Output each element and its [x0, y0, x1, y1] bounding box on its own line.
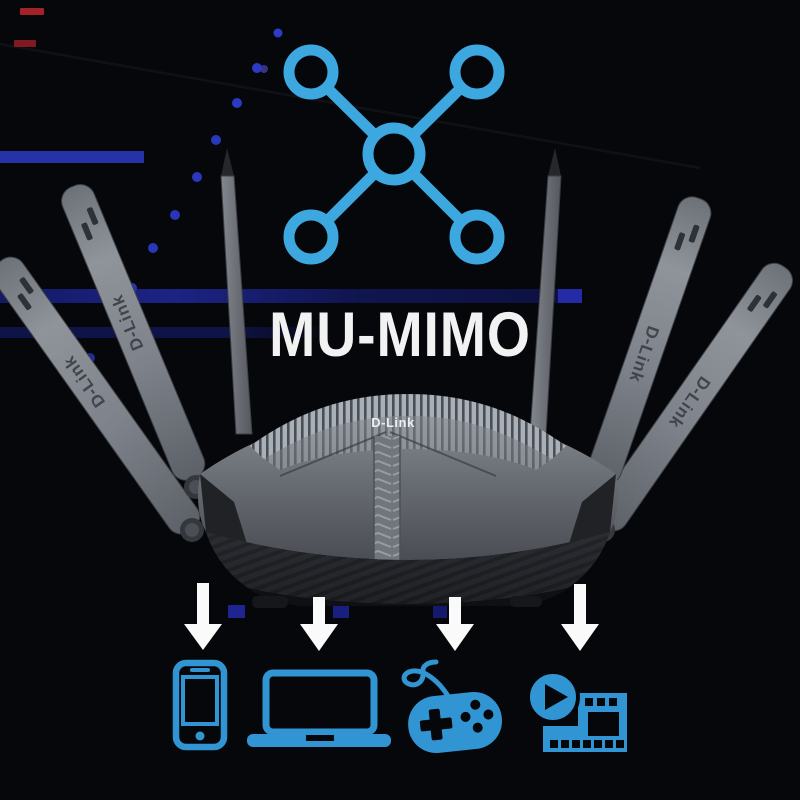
controller-cable	[401, 659, 451, 699]
router-antennas: D-Link D-Link D-Link D-Link	[0, 148, 793, 542]
laptop-icon	[247, 669, 391, 747]
network-hub-node	[362, 122, 426, 186]
glow-dot	[192, 172, 202, 182]
antenna-label	[688, 224, 700, 243]
down-arrow	[561, 584, 599, 651]
network-node	[283, 44, 339, 100]
glow-dot	[273, 28, 283, 38]
antenna-label	[763, 291, 777, 309]
glow-dot	[252, 63, 262, 73]
antenna-label	[81, 222, 93, 241]
device-icons	[172, 659, 627, 753]
glow-dot	[170, 210, 180, 220]
media-streaming-icon	[526, 670, 627, 752]
antenna-label	[674, 232, 685, 251]
antenna-label	[17, 293, 32, 311]
navy-band-endcap	[558, 289, 582, 303]
red-dash	[20, 8, 44, 15]
glow-dot	[211, 135, 221, 145]
background-decorations	[0, 8, 701, 618]
network-node	[449, 209, 505, 265]
network-node	[283, 209, 339, 265]
antenna-label	[747, 295, 762, 312]
navy-square	[433, 606, 447, 618]
navy-bar	[0, 327, 332, 338]
red-dash	[14, 40, 36, 47]
glow-dot	[148, 243, 158, 253]
antenna-center-left	[220, 148, 253, 435]
down-arrow	[184, 583, 222, 650]
router-body: D-Link	[198, 394, 618, 608]
navy-band	[0, 289, 582, 303]
down-arrow	[300, 597, 338, 651]
down-arrows	[184, 583, 599, 651]
network-node	[449, 44, 505, 100]
game-controller-icon	[401, 659, 503, 753]
navy-square	[333, 605, 349, 618]
antenna-label	[86, 207, 99, 225]
network-nodes	[283, 44, 505, 265]
blue-bar	[0, 151, 144, 163]
smartphone-icon	[172, 659, 228, 751]
glow-dot	[232, 98, 242, 108]
navy-squares	[228, 605, 447, 618]
mu-mimo-title: MU-MIMO	[269, 300, 531, 370]
down-arrow	[436, 597, 474, 651]
antenna-label	[19, 277, 34, 294]
router-chevron-strip	[374, 436, 400, 560]
navy-square	[228, 605, 245, 618]
mu-mimo-network-icon	[283, 44, 505, 265]
glow-dot	[260, 65, 268, 73]
router-fins	[250, 394, 566, 459]
router-logo-text: D-Link	[371, 415, 415, 430]
